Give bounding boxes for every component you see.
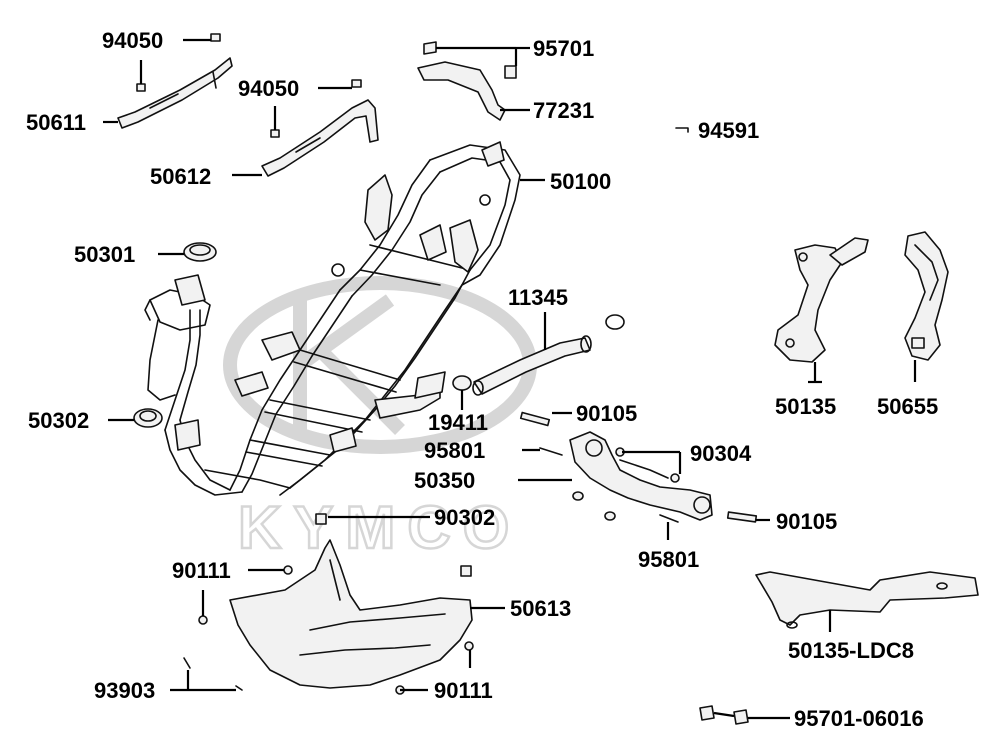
part-50301-ring	[183, 242, 217, 262]
label-77231: 77231	[533, 98, 594, 123]
label-11345: 11345	[508, 285, 568, 310]
label-95801-b: 95801	[638, 547, 699, 572]
part-90304-nut-2	[670, 473, 680, 483]
label-50350: 50350	[414, 468, 475, 493]
label-90105-b: 90105	[776, 509, 837, 534]
label-19411: 19411	[428, 410, 488, 435]
label-50611: 50611	[26, 110, 86, 135]
part-77231-plate	[417, 41, 517, 121]
label-90111-b: 90111	[434, 678, 493, 703]
part-50655-bracket	[904, 231, 949, 361]
part-50350-hanger	[569, 431, 713, 521]
label-50135: 50135	[775, 394, 836, 419]
label-94050-a: 94050	[102, 28, 163, 53]
part-labels: 94050 95701 50611 94050 77231 94591 5061…	[26, 28, 938, 731]
frame-body-50100	[164, 141, 521, 496]
label-90105-a: 90105	[576, 401, 637, 426]
part-93903-screws	[183, 657, 243, 691]
steering-head	[144, 274, 211, 451]
label-93903: 93903	[94, 678, 155, 703]
part-50611-bracket	[117, 33, 233, 129]
hose-clamp	[605, 314, 625, 330]
label-50301: 50301	[74, 242, 135, 267]
part-50135-bracket	[774, 237, 869, 363]
label-50613: 50613	[510, 596, 571, 621]
label-50100: 50100	[550, 169, 611, 194]
part-19411-clamp	[452, 375, 472, 391]
label-50612: 50612	[150, 164, 211, 189]
part-50613-cover	[229, 539, 473, 689]
label-94591: 94591	[698, 118, 759, 143]
watermark-text: KYMCO	[238, 494, 521, 561]
part-11345-tube	[472, 335, 592, 396]
part-90302-clips	[315, 513, 472, 577]
label-90111-a: 90111	[172, 558, 231, 583]
label-95701: 95701	[533, 36, 594, 61]
label-95801-a: 95801	[424, 438, 485, 463]
label-90304: 90304	[690, 441, 752, 466]
part-50302-ring	[133, 408, 163, 428]
part-95701-06016-bolts	[699, 705, 749, 725]
label-94050-b: 94050	[238, 76, 299, 101]
part-94591-clip	[675, 127, 689, 133]
part-50135-ldc8-bracket	[755, 571, 979, 629]
part-90111-bolts	[198, 565, 474, 695]
label-50655: 50655	[877, 394, 938, 419]
part-90105-bolts	[519, 411, 758, 523]
label-90302: 90302	[434, 505, 495, 530]
part-95801-pins	[539, 447, 679, 523]
leader-lines	[103, 38, 917, 720]
label-95701-06016: 95701-06016	[794, 706, 924, 731]
label-50302: 50302	[28, 408, 89, 433]
label-50135-ldc8: 50135-LDC8	[788, 638, 914, 663]
